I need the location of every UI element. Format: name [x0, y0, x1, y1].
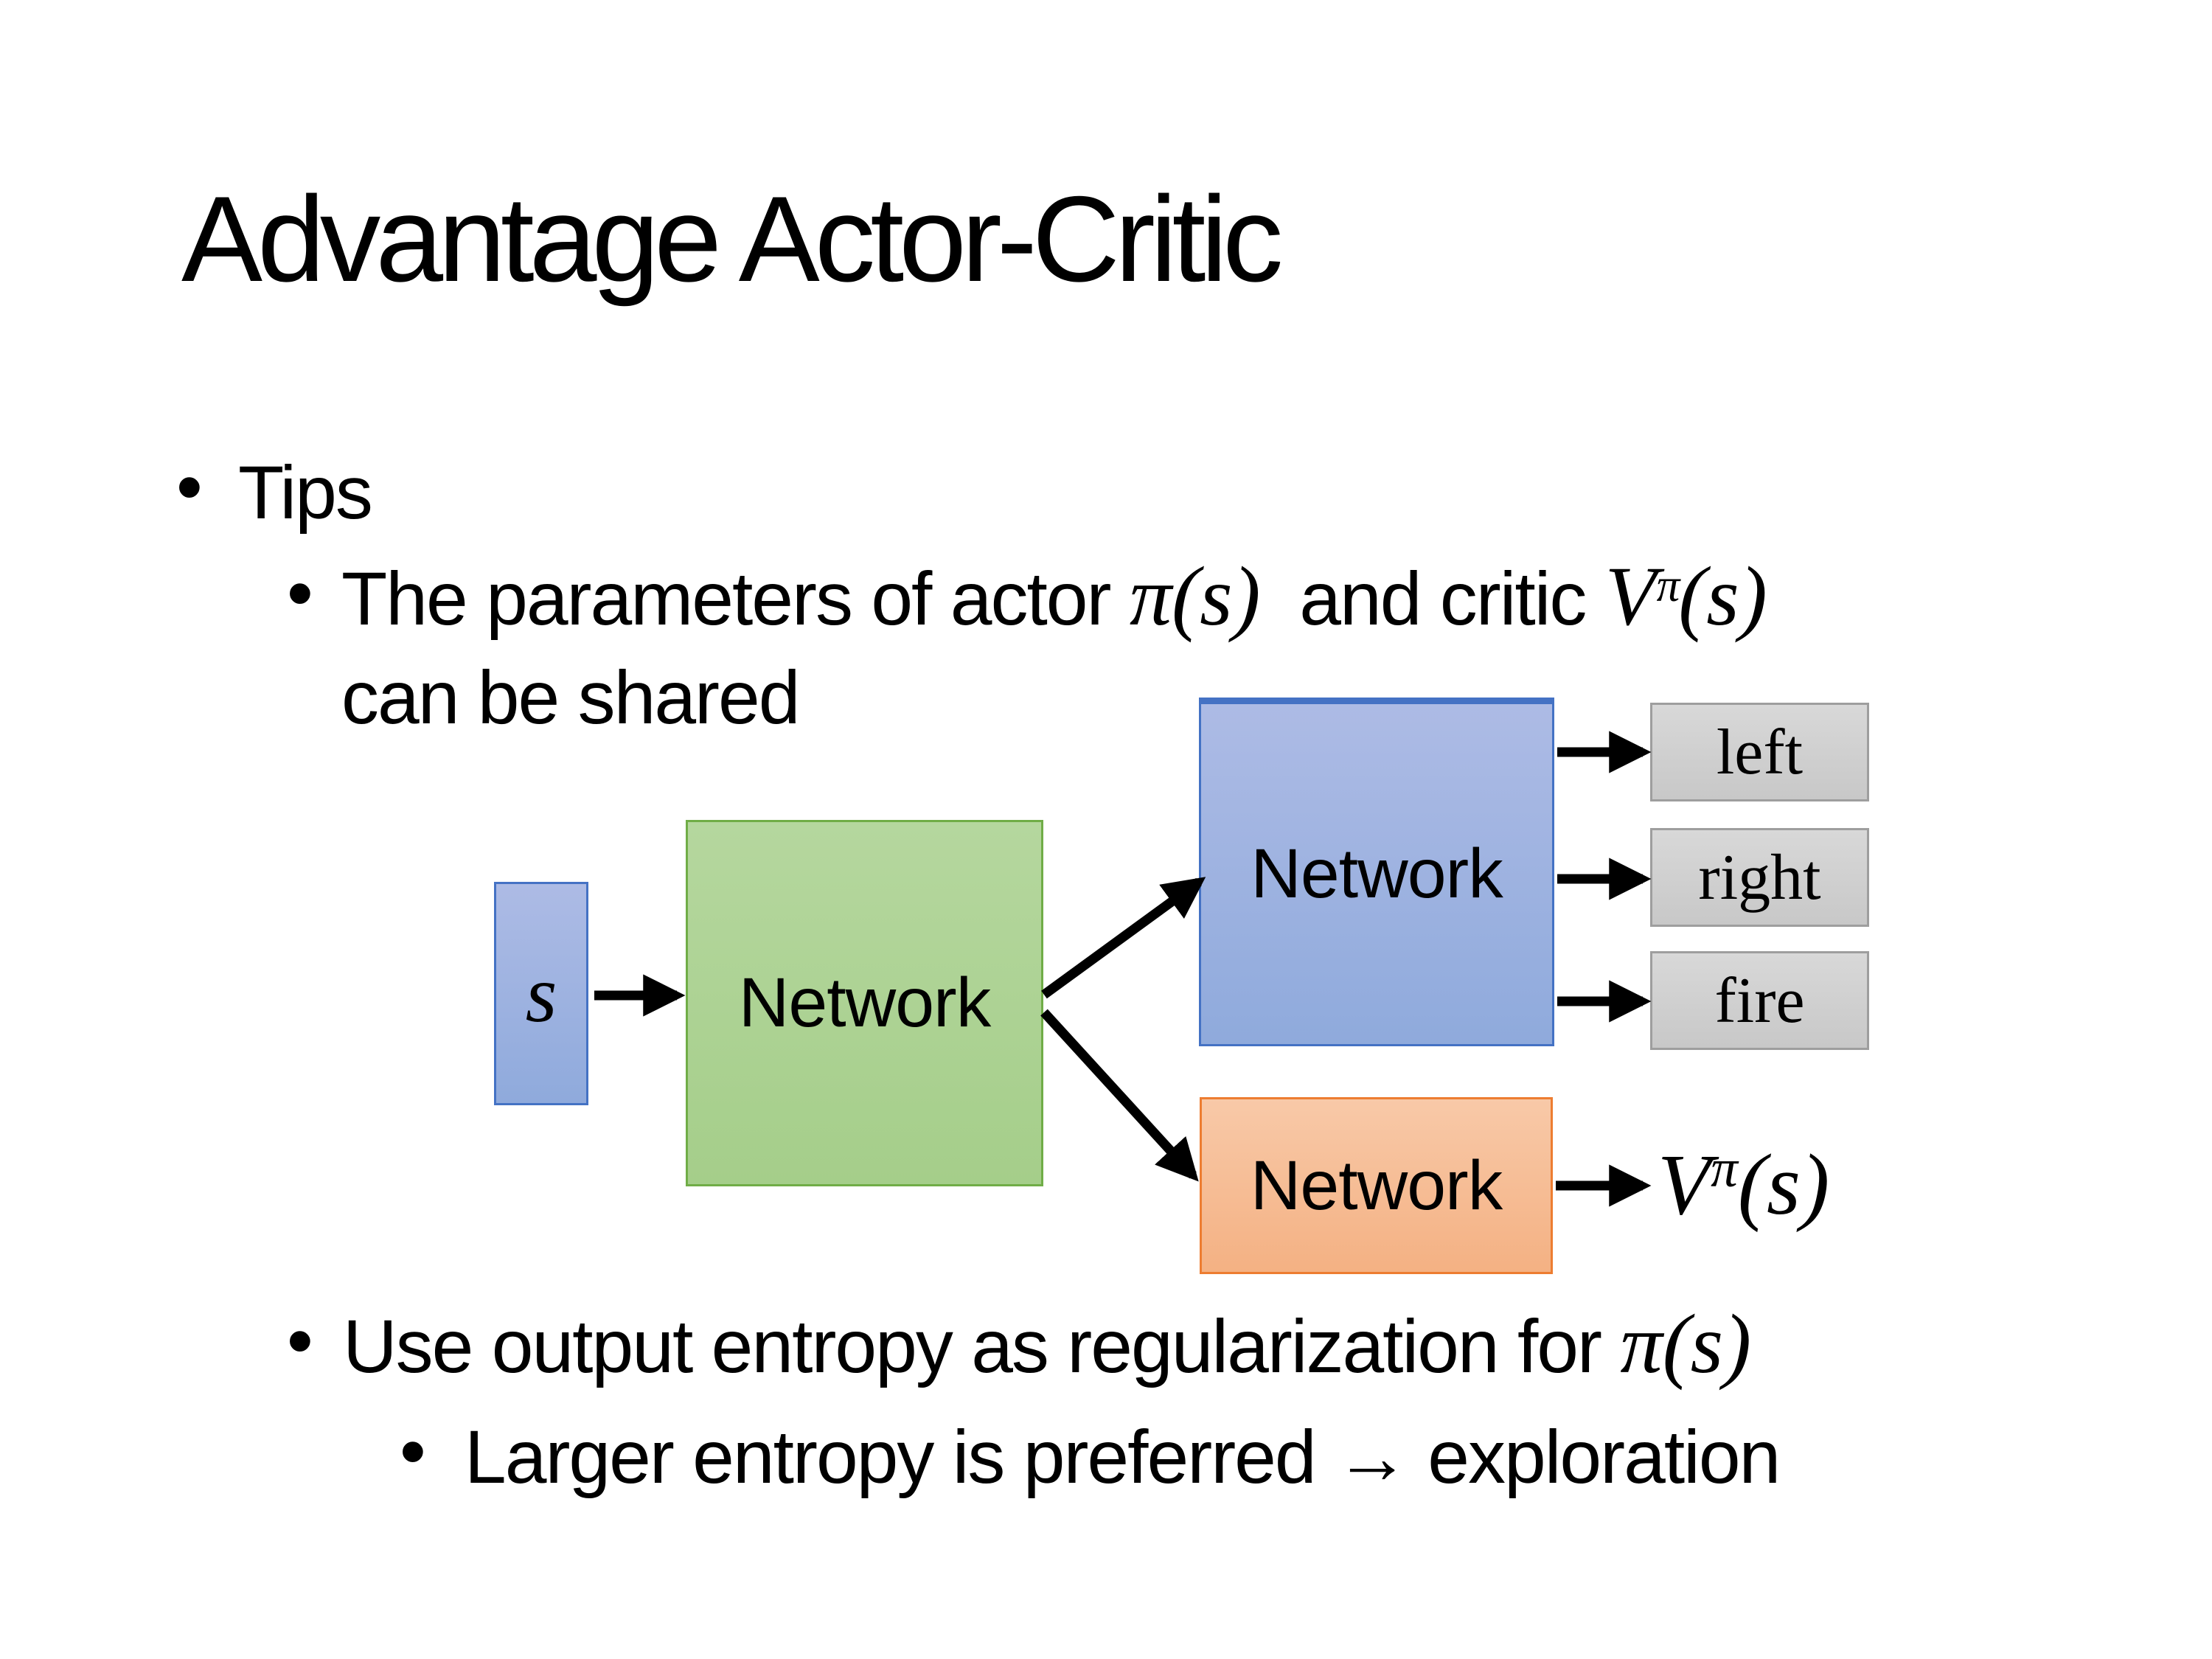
bullet-marker-tips: • [176, 445, 203, 529]
actor-network-label: Network [1251, 835, 1503, 913]
critic-network-label: Network [1250, 1146, 1503, 1225]
critic-output-label: Vπ(s) [1658, 1141, 1829, 1228]
shared-network-box: Network [686, 820, 1043, 1186]
math-actor-pi-s: π(s) [1129, 549, 1261, 643]
text-segment: The parameters of actor [341, 557, 1130, 641]
math-v-sup-pi: π [1711, 1138, 1738, 1199]
math-v-args: (s) [1737, 1136, 1830, 1233]
text-segment: and critic [1260, 557, 1605, 641]
math-pi-s: π(s) [1620, 1297, 1752, 1391]
bullet-exploration: Larger entropy is preferred → exploratio… [465, 1415, 1781, 1499]
shared-network-label: Network [738, 964, 991, 1042]
math-v-base: V [1658, 1136, 1711, 1233]
bullet-marker-entropy: • [287, 1298, 313, 1382]
bullet-tips: Tips [238, 451, 373, 535]
math-critic-v: V [1604, 549, 1657, 643]
slide-title: Advantage Actor-Critic [181, 171, 1284, 307]
action-box-fire: fire [1650, 951, 1869, 1050]
actor-network-box: Network [1199, 698, 1554, 1046]
critic-network-box: Network [1200, 1097, 1553, 1274]
bullet-entropy-regularization: Use output entropy as regularization for… [343, 1301, 1751, 1385]
bullet-shared-params-line1: The parameters of actor π(s) and critic … [341, 554, 1767, 638]
action-label-left: left [1716, 716, 1804, 788]
action-label-fire: fire [1714, 964, 1805, 1037]
math-critic-args: (s) [1678, 549, 1767, 643]
arrow-shared-to-critic-network [1040, 1009, 1199, 1182]
state-input-box: s [494, 882, 588, 1105]
text-segment: Use output entropy as regularization for [343, 1304, 1621, 1388]
math-critic-sup-pi: π [1656, 560, 1680, 612]
action-box-right: right [1650, 828, 1869, 927]
bullet-marker-exploration: • [400, 1409, 426, 1493]
bullet-shared-params-line2: can be shared [341, 655, 800, 740]
action-box-left: left [1650, 703, 1869, 801]
arrow-shared-to-actor-network [1041, 877, 1206, 999]
action-label-right: right [1698, 841, 1821, 914]
bullet-marker-shared: • [287, 551, 313, 635]
